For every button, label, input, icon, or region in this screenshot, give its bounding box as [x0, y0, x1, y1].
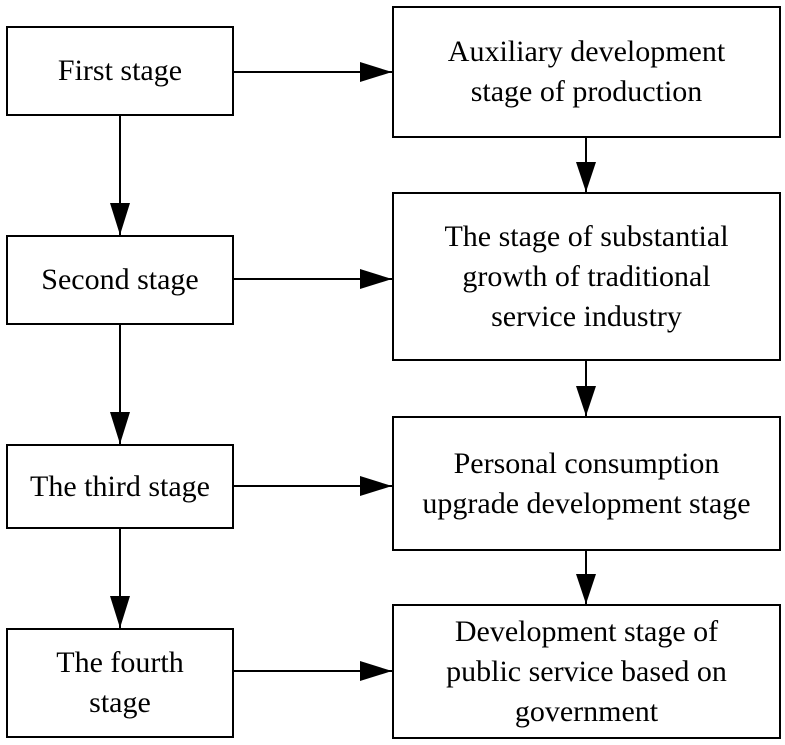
arrowhead-first-to-second: [110, 203, 130, 235]
first-stage-label: First stage: [57, 54, 183, 87]
auxiliary-development-label: Auxiliary development stage of productio…: [447, 35, 726, 108]
consumption-upgrade-label: Personal consumption upgrade development…: [422, 446, 751, 520]
right-vertical-arrows: [576, 138, 596, 604]
fourth-stage-label: The fourth stage: [56, 646, 184, 719]
arrowhead-third-to-consumption: [360, 476, 392, 496]
arrowhead-second-to-third: [110, 412, 130, 444]
second-stage-label: Second stage: [41, 263, 199, 296]
arrowhead-third-to-fourth: [110, 596, 130, 628]
arrowhead-consumption-to-public: [576, 574, 596, 604]
traditional-service-growth-label: The stage of substantial growth of tradi…: [444, 219, 729, 333]
arrowhead-traditional-to-consumption: [576, 386, 596, 416]
public-service-box: Development stage of public service base…: [392, 604, 781, 739]
auxiliary-development-box: Auxiliary development stage of productio…: [392, 6, 781, 138]
public-service-label: Development stage of public service base…: [446, 614, 727, 728]
arrowhead-auxiliary-to-traditional: [576, 162, 596, 192]
consumption-upgrade-box: Personal consumption upgrade development…: [392, 416, 781, 551]
arrowhead-first-to-auxiliary: [360, 62, 392, 82]
fourth-stage-box: The fourth stage: [6, 628, 234, 738]
third-stage-box: The third stage: [6, 444, 234, 529]
arrowhead-second-to-traditional: [360, 269, 392, 289]
first-stage-box: First stage: [6, 26, 234, 116]
horizontal-arrows: [234, 62, 392, 681]
second-stage-box: Second stage: [6, 235, 234, 325]
third-stage-label: The third stage: [30, 469, 210, 503]
left-vertical-arrows: [110, 116, 130, 628]
arrowhead-fourth-to-public: [360, 661, 392, 681]
traditional-service-growth-box: The stage of substantial growth of tradi…: [392, 192, 781, 361]
